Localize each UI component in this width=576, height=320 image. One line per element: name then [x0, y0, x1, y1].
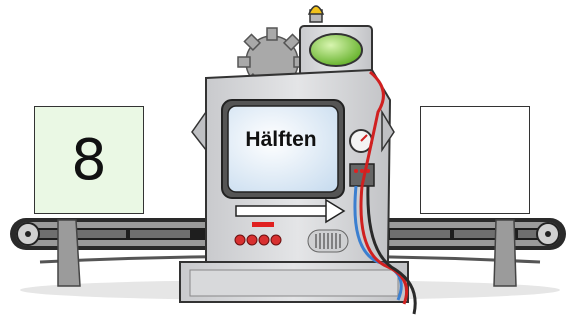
- machine-side-fin-left: [192, 112, 206, 150]
- belt-leg-right: [494, 220, 516, 286]
- top-indicator-light: [310, 34, 362, 66]
- speaker-grille-icon: [308, 230, 348, 252]
- belt-leg-left: [58, 220, 80, 286]
- status-lamp-icon: [309, 6, 323, 22]
- red-indicator-bar: [252, 222, 274, 227]
- input-number: 8: [71, 128, 107, 193]
- output-number-card: [420, 106, 530, 214]
- operation-label: Hälften: [226, 128, 336, 152]
- input-number-card: 8: [34, 106, 144, 214]
